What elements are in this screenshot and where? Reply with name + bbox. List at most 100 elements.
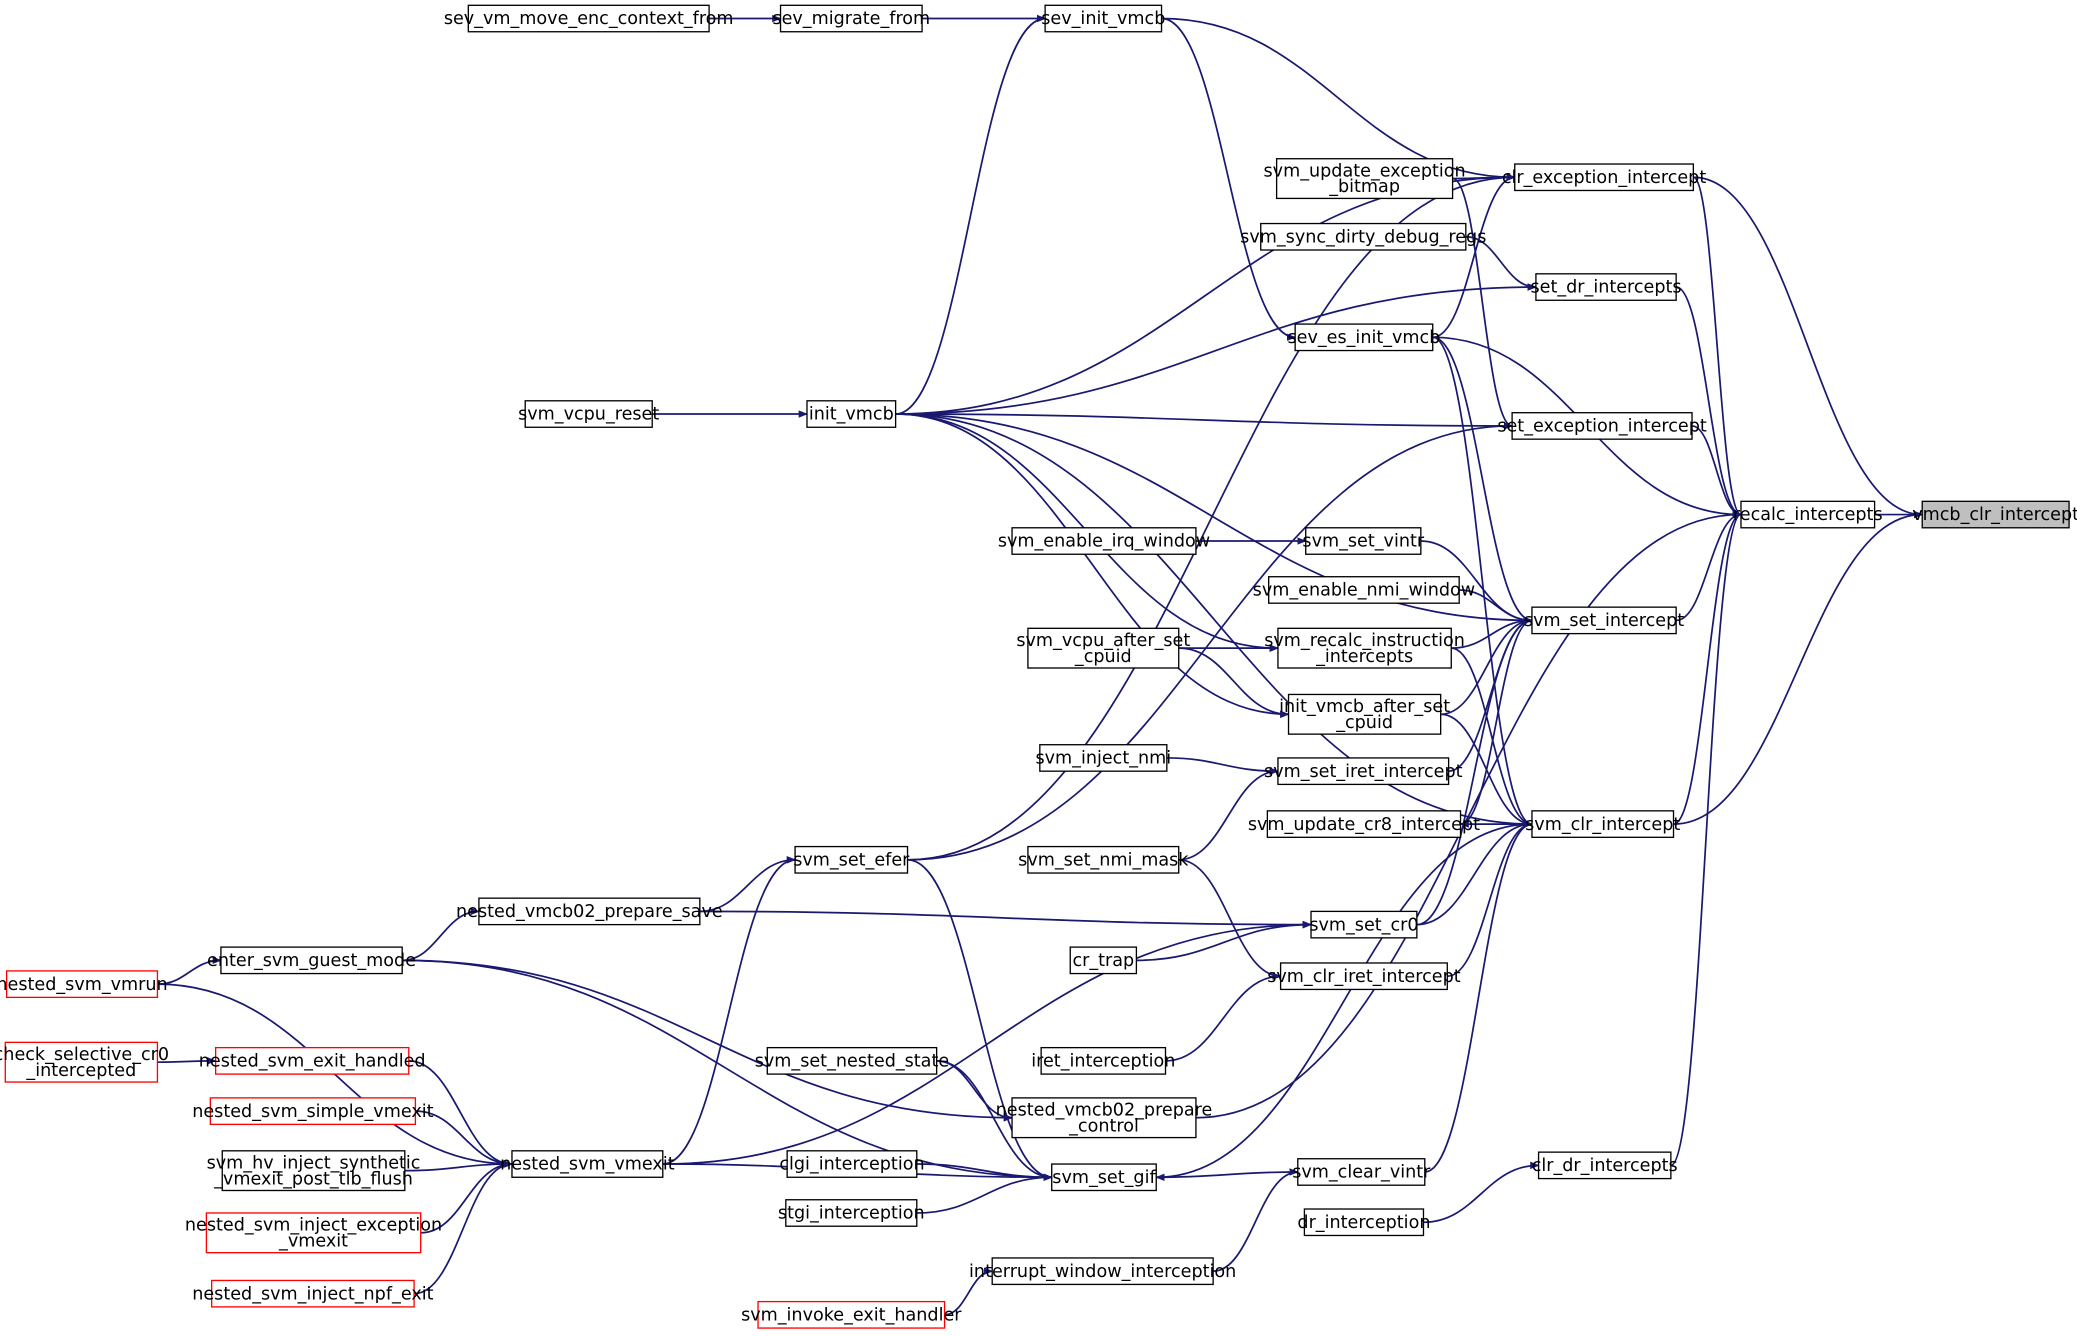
- node-label: svm_clr_intercept: [1525, 815, 1680, 835]
- node-box: [5, 970, 159, 999]
- node-nested-svm-inject-npf-exit[interactable]: nested_svm_inject_npf_exit: [192, 1279, 434, 1308]
- node-svm-enable-nmi-window[interactable]: svm_enable_nmi_window: [1253, 576, 1475, 604]
- node-label: svm_set_cr0: [1309, 915, 1418, 935]
- call-edge-svm_sync_dirty_debug_regs-to-set_dr_intercepts: [1465, 235, 1537, 291]
- node-label: svm_vcpu_after_set: [1016, 631, 1190, 651]
- node-sev-es-init-vmcb[interactable]: sev_es_init_vmcb: [1287, 323, 1440, 352]
- node-box: [786, 1150, 918, 1178]
- node-svm-inject-nmi[interactable]: svm_inject_nmi: [1035, 744, 1171, 772]
- node-label: svm_clr_iret_intercept: [1267, 967, 1460, 987]
- node-box: [1511, 412, 1693, 440]
- node-label: svm_invoke_exit_handler: [741, 1306, 962, 1326]
- node-label: nested_vmcb02_prepare: [996, 1100, 1213, 1120]
- node-label: _vmexit_post_tlb_flush: [213, 1169, 413, 1189]
- node-svm-set-intercept[interactable]: svm_set_intercept: [1524, 606, 1684, 635]
- node-set-exception-intercept[interactable]: set_exception_intercept: [1497, 412, 1707, 440]
- node-svm-clear-vintr[interactable]: svm_clear_vintr: [1292, 1158, 1431, 1186]
- node-cr-trap[interactable]: cr_trap: [1069, 946, 1138, 975]
- node-label: svm_sync_dirty_debug_regs: [1240, 227, 1486, 247]
- node-label: svm_set_efer: [793, 850, 910, 870]
- node-svm-sync-dirty-debug-regs[interactable]: svm_sync_dirty_debug_regs: [1240, 222, 1486, 251]
- node-svm-vcpu-reset[interactable]: svm_vcpu_reset: [518, 400, 659, 428]
- call-edge-nested_svm_vmexit-to-svm_set_efer: [662, 856, 797, 1165]
- node-label: sev_vm_move_enc_context_from: [444, 9, 734, 29]
- node-nested-svm-inject-exception-vmexit[interactable]: nested_svm_inject_exception_vmexit: [185, 1212, 442, 1254]
- node-label: nested_svm_simple_vmexit: [192, 1102, 433, 1122]
- node-svm-set-vintr[interactable]: svm_set_vintr: [1302, 527, 1425, 555]
- node-label: svm_set_nmi_mask: [1018, 850, 1189, 870]
- node-sev-init-vmcb[interactable]: sev_init_vmcb: [1041, 4, 1165, 33]
- call-edge-svm_set_nmi_mask-to-svm_set_iret_intercept: [1178, 767, 1279, 861]
- node-box: [1310, 910, 1418, 939]
- node-recalc-intercepts[interactable]: recalc_intercepts: [1733, 500, 1883, 529]
- node-init-vmcb[interactable]: init_vmcb: [806, 400, 897, 428]
- node-iret-interception[interactable]: iret_interception: [1031, 1046, 1175, 1075]
- node-check-selective-cr0-intercepted[interactable]: check_selective_cr0_intercepted: [0, 1041, 169, 1083]
- node-svm-enable-irq-window[interactable]: svm_enable_irq_window: [998, 527, 1210, 555]
- node-box: [1275, 158, 1454, 200]
- node-svm-hv-inject-synthetic-vmexit-post-tlb-flush[interactable]: svm_hv_inject_synthetic_vmexit_post_tlb_…: [207, 1150, 421, 1192]
- node-clr-dr-intercepts[interactable]: clr_dr_intercepts: [1532, 1151, 1678, 1180]
- call-edge-clr_dr_intercepts-to-recalc_intercepts: [1670, 511, 1742, 1167]
- call-edge-init_vmcb-to-clr_exception_intercept: [895, 173, 1516, 415]
- node-nested-vmcb02-prepare-save[interactable]: nested_vmcb02_prepare_save: [456, 897, 723, 926]
- node-label: svm_vcpu_reset: [518, 405, 659, 425]
- node-svm-set-gif[interactable]: svm_set_gif: [1051, 1163, 1157, 1192]
- node-svm-set-nested-state[interactable]: svm_set_nested_state: [755, 1046, 949, 1075]
- node-label: sev_es_init_vmcb: [1287, 328, 1440, 348]
- node-dr-interception[interactable]: dr_interception: [1297, 1208, 1430, 1237]
- node-set-dr-intercepts[interactable]: set_dr_intercepts: [1530, 273, 1682, 301]
- call-edge-svm_invoke_exit_handler-to-interrupt_window_interception: [944, 1267, 994, 1316]
- call-edge-svm_inject_nmi-to-svm_set_iret_intercept: [1166, 757, 1279, 775]
- node-box: [1051, 1163, 1157, 1192]
- node-init-vmcb-after-set-cpuid[interactable]: init_vmcb_after_set_cpuid: [1279, 693, 1450, 735]
- node-enter-svm-guest-mode[interactable]: enter_svm_guest_mode: [207, 946, 416, 975]
- node-box: [1279, 962, 1448, 991]
- node-label: clr_dr_intercepts: [1532, 1156, 1678, 1176]
- node-nested-vmcb02-prepare-control[interactable]: nested_vmcb02_prepare_control: [996, 1097, 1213, 1139]
- call-edge-svm_clear_vintr-to-svm_set_gif: [1155, 1171, 1298, 1181]
- node-svm-clr-iret-intercept[interactable]: svm_clr_iret_intercept: [1267, 962, 1461, 991]
- call-edge-init_vmcb-to-svm_clr_intercept: [895, 413, 1533, 828]
- node-clr-exception-intercept[interactable]: clr_exception_intercept: [1502, 163, 1706, 192]
- node-box: [524, 400, 653, 428]
- call-edge-svm_set_cr0-to-svm_set_intercept: [1416, 616, 1533, 926]
- node-nested-svm-simple-vmexit[interactable]: nested_svm_simple_vmexit: [192, 1097, 434, 1126]
- node-sev-vm-move-enc-context-from[interactable]: sev_vm_move_enc_context_from: [444, 4, 734, 33]
- node-box: [794, 845, 909, 874]
- node-clgi-interception[interactable]: clgi_interception: [779, 1150, 925, 1178]
- node-nested-svm-vmexit[interactable]: nested_svm_vmexit: [500, 1150, 675, 1178]
- node-vmcb-clr-intercept[interactable]: vmcb_clr_intercept: [1912, 500, 2077, 529]
- node-svm-invoke-exit-handler[interactable]: svm_invoke_exit_handler: [741, 1300, 962, 1329]
- node-label: svm_inject_nmi: [1035, 749, 1171, 769]
- node-box: [1040, 1046, 1167, 1075]
- call-edge-svm_clr_iret_intercept-to-svm_clr_intercept: [1447, 820, 1533, 978]
- node-nested-svm-exit-handled[interactable]: nested_svm_exit_handled: [199, 1046, 426, 1075]
- node-box: [1921, 500, 2070, 529]
- node-svm-update-exception-bitmap[interactable]: svm_update_exception_bitmap: [1264, 158, 1466, 200]
- node-label: nested_svm_vmrun: [0, 975, 168, 995]
- node-sev-migrate-from[interactable]: sev_migrate_from: [772, 4, 930, 33]
- node-svm-set-iret-intercept[interactable]: svm_set_iret_intercept: [1264, 757, 1463, 786]
- node-svm-set-cr0[interactable]: svm_set_cr0: [1309, 910, 1419, 939]
- node-label: nested_svm_exit_handled: [199, 1052, 426, 1072]
- node-svm-clr-intercept[interactable]: svm_clr_intercept: [1525, 810, 1680, 838]
- node-svm-set-efer[interactable]: svm_set_efer: [793, 845, 910, 874]
- call-edge-init_vmcb_after_set_cpuid-to-svm_set_intercept: [1440, 616, 1533, 716]
- node-label: enter_svm_guest_mode: [207, 951, 416, 971]
- call-edge-svm_set_nmi_mask-to-svm_clr_iret_intercept: [1178, 858, 1282, 980]
- node-svm-recalc-instruction-intercepts[interactable]: svm_recalc_instruction_intercepts: [1264, 627, 1465, 669]
- node-nested-svm-vmrun[interactable]: nested_svm_vmrun: [0, 970, 168, 999]
- call-edge-svm_clear_vintr-to-svm_clr_intercept: [1424, 820, 1533, 1173]
- node-box: [1535, 273, 1677, 301]
- node-interrupt-window-interception[interactable]: interrupt_window_interception: [969, 1257, 1236, 1286]
- call-edge-init_vmcb-to-svm_set_intercept: [895, 413, 1533, 625]
- node-stgi-interception[interactable]: stgi_interception: [778, 1199, 925, 1227]
- node-svm-set-nmi-mask[interactable]: svm_set_nmi_mask: [1018, 845, 1189, 874]
- node-label: svm_clear_vintr: [1292, 1163, 1431, 1183]
- call-edge-nested_vmcb02_prepare_save-to-svm_set_efer: [699, 856, 797, 913]
- call-edge-nested_svm_inject_npf_exit-to-nested_svm_vmexit: [414, 1160, 513, 1295]
- node-svm-vcpu-after-set-cpuid[interactable]: svm_vcpu_after_set_cpuid: [1016, 627, 1190, 669]
- node-svm-update-cr8-intercept[interactable]: svm_update_cr8_intercept: [1248, 810, 1480, 838]
